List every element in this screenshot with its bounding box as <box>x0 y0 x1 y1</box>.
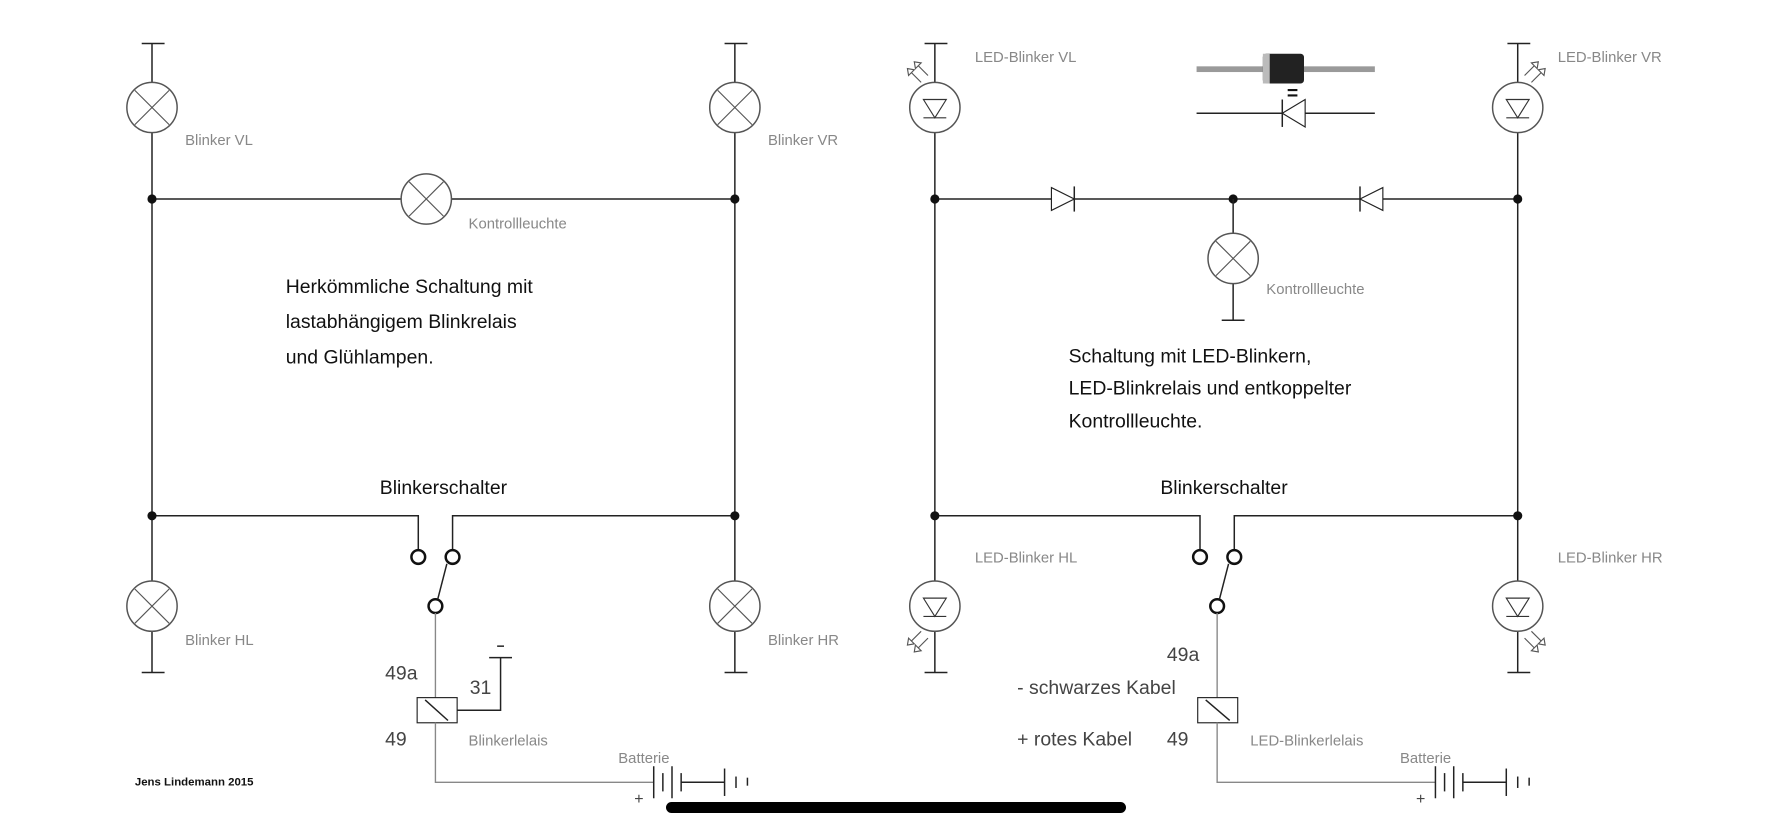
description-line: und Glühlampen. <box>286 347 434 369</box>
description-line: Schaltung mit LED-Blinkern, <box>1069 346 1312 368</box>
label-led-vl: LED-Blinker VL <box>975 50 1077 66</box>
equals-sign: = <box>1287 82 1298 104</box>
label-blinker-vl: Blinker VL <box>185 133 253 149</box>
relay-icon <box>1197 697 1239 724</box>
label-blinker-vr: Blinker VR <box>768 133 838 149</box>
light-arrows-icon <box>906 630 929 653</box>
lamp-icon <box>126 81 178 134</box>
led-icon <box>1491 580 1544 633</box>
label-battery: Batterie <box>1400 751 1451 767</box>
label-blinker-hr: Blinker HR <box>768 633 839 649</box>
label-battery: Batterie <box>618 751 669 767</box>
diode-icon <box>1358 186 1384 212</box>
label-plus: + <box>1416 791 1425 808</box>
label-blinker-hl: Blinker HL <box>185 633 254 649</box>
label-49a: 49a <box>385 662 418 684</box>
label-49a: 49a <box>1167 644 1200 666</box>
lamp-icon <box>708 81 761 134</box>
home-indicator-bar[interactable] <box>666 802 1126 813</box>
switch-icon <box>1191 548 1243 615</box>
right-circuit: = LED-Blinker VL LED-Blinker VR LED-Blin… <box>906 42 1663 808</box>
description-line: Herkömmliche Schaltung mit <box>286 276 534 298</box>
relay-icon <box>416 697 458 724</box>
led-icon <box>908 81 961 134</box>
label-relay: Blinkerlelais <box>469 734 548 750</box>
label-relay: LED-Blinkerlelais <box>1250 734 1363 750</box>
description-line: LED-Blinkrelais und entkoppelter <box>1069 378 1352 400</box>
light-arrows-icon <box>906 61 929 83</box>
battery-icon <box>652 766 749 799</box>
signature: Jens Lindemann 2015 <box>135 777 254 789</box>
label-31: 31 <box>470 677 492 699</box>
diode-icon <box>1050 186 1076 212</box>
light-arrows-icon <box>1523 61 1546 83</box>
label-switch: Blinkerschalter <box>1160 477 1288 499</box>
label-led-vr: LED-Blinker VR <box>1558 50 1662 66</box>
indicator-lamp-icon <box>1207 232 1260 285</box>
label-indicator: Kontrollleuchte <box>469 217 567 233</box>
label-switch: Blinkerschalter <box>380 477 508 499</box>
diode-photo <box>1196 53 1375 84</box>
label-49: 49 <box>385 729 407 751</box>
label-49: 49 <box>1167 729 1189 751</box>
label-red-cable: + rotes Kabel <box>1017 729 1132 751</box>
label-led-hl: LED-Blinker HL <box>975 551 1077 567</box>
lamp-icon <box>126 580 178 633</box>
description-line: Kontrollleuchte. <box>1069 411 1203 433</box>
label-black-cable: - schwarzes Kabel <box>1017 677 1176 699</box>
switch-icon <box>410 548 461 615</box>
led-icon <box>908 580 961 633</box>
indicator-lamp-icon <box>400 173 453 225</box>
led-icon <box>1491 81 1544 134</box>
ground-icon <box>489 645 512 659</box>
battery-icon <box>1434 766 1530 799</box>
left-circuit: Blinker VL Blinker VR Blinker HL Blinker… <box>126 42 839 808</box>
label-plus: + <box>634 791 643 808</box>
diode-symbol-icon <box>1196 98 1375 128</box>
light-arrows-icon <box>1523 630 1546 653</box>
label-led-hr: LED-Blinker HR <box>1558 551 1663 567</box>
description-line: lastabhängigem Blinkrelais <box>286 311 517 333</box>
lamp-icon <box>708 580 761 633</box>
label-indicator: Kontrollleuchte <box>1266 282 1364 298</box>
